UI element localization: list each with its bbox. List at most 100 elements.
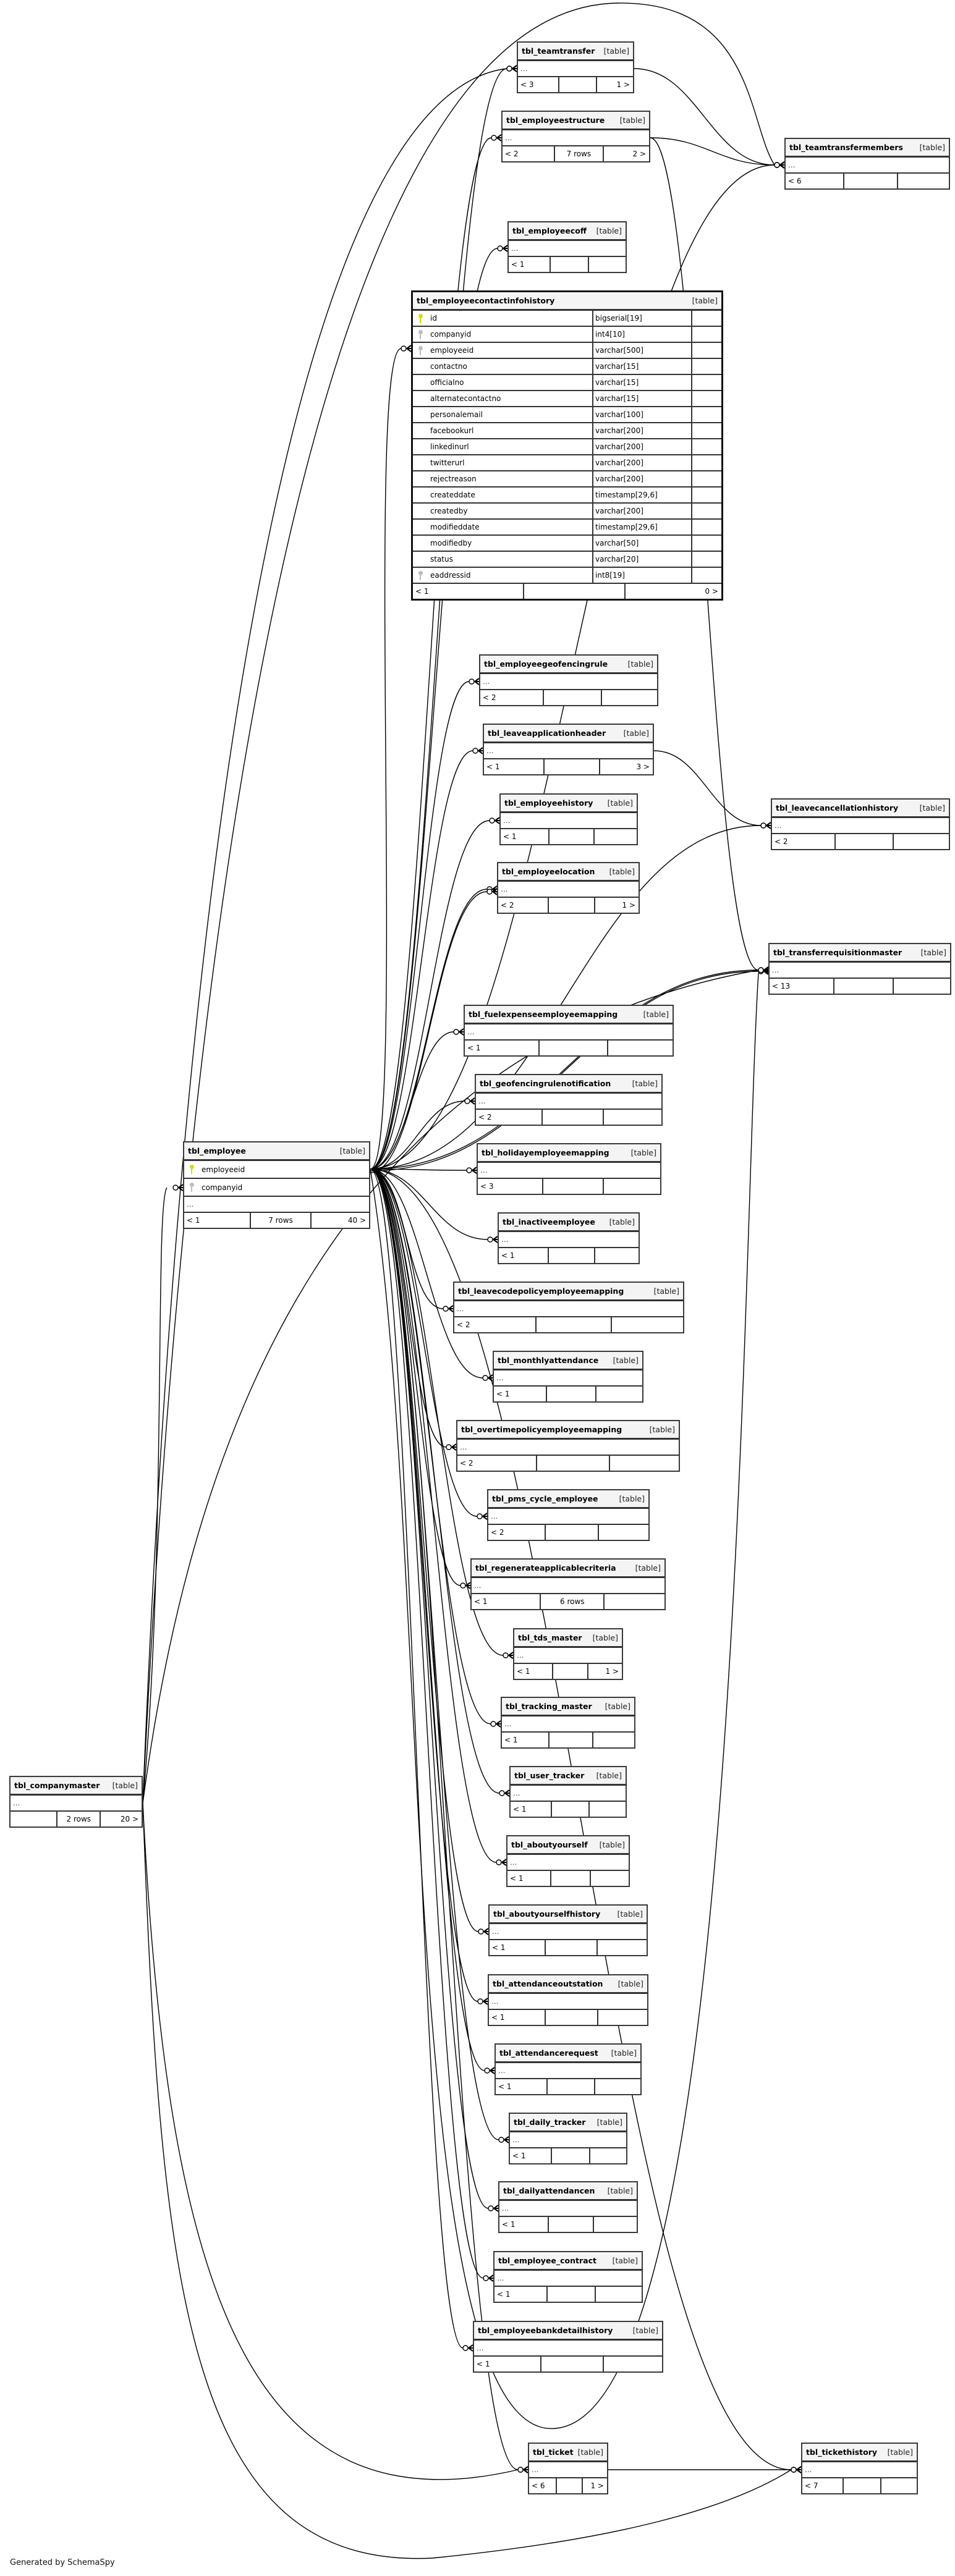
more-columns-row[interactable]: ...: [489, 1994, 647, 2010]
table-tbl-employeecoff[interactable]: tbl_employeecoff[table]...< 1: [507, 221, 627, 273]
more-columns-row[interactable]: ...: [786, 158, 949, 174]
column-name[interactable]: modifieddate: [428, 520, 593, 534]
parents-link[interactable]: < 1: [494, 1387, 548, 1401]
table-header[interactable]: tbl_teamtransfermembers[table]: [786, 139, 949, 158]
more-columns-ellipsis[interactable]: ...: [491, 1512, 498, 1521]
table-header[interactable]: tbl_employee_contract[table]: [494, 2252, 642, 2271]
table-tbl-regenerateapplicablecriteria[interactable]: tbl_regenerateapplicablecriteria[table].…: [470, 1558, 666, 1610]
more-columns-row[interactable]: ...: [496, 2063, 640, 2079]
table-tbl-aboutyourself[interactable]: tbl_aboutyourself[table]...< 1: [506, 1835, 630, 1887]
table-name[interactable]: tbl_aboutyourself: [511, 1840, 588, 1849]
more-columns-row[interactable]: ...: [494, 1370, 642, 1387]
column-name[interactable]: companyid: [428, 327, 593, 342]
more-columns-ellipsis[interactable]: ...: [501, 885, 508, 893]
table-tbl-monthlyattendance[interactable]: tbl_monthlyattendance[table]...< 1: [493, 1351, 643, 1403]
table-name[interactable]: tbl_attendanceoutstation: [493, 1979, 603, 1988]
children-link[interactable]: 20 >: [120, 1815, 138, 1823]
more-columns-ellipsis[interactable]: ...: [483, 677, 490, 686]
table-header[interactable]: tbl_pms_cycle_employee[table]: [488, 1490, 648, 1509]
column-name[interactable]: personalemail: [428, 407, 593, 422]
table-name[interactable]: tbl_user_tracker: [514, 1771, 585, 1780]
more-columns-row[interactable]: ...: [494, 2271, 642, 2287]
more-columns-ellipsis[interactable]: ...: [505, 133, 512, 142]
more-columns-ellipsis[interactable]: ...: [501, 1235, 509, 1244]
children-link[interactable]: [596, 2287, 642, 2302]
parents-link[interactable]: < 1: [490, 1940, 546, 1955]
table-name[interactable]: tbl_monthlyattendance: [498, 1356, 599, 1365]
parents-link[interactable]: < 1: [501, 829, 550, 844]
children-link[interactable]: [595, 829, 637, 844]
parents-link[interactable]: < 1: [507, 1871, 551, 1886]
table-header[interactable]: tbl_tracking_master[table]: [502, 1698, 634, 1717]
more-columns-ellipsis[interactable]: ...: [775, 821, 782, 830]
table-tbl-employeehistory[interactable]: tbl_employeehistory[table]...< 1: [499, 793, 638, 845]
more-columns-ellipsis[interactable]: ...: [788, 161, 796, 169]
table-name[interactable]: tbl_tds_master: [518, 1633, 582, 1642]
table-header[interactable]: tbl_overtimepolicyemployeemapping[table]: [457, 1421, 679, 1440]
table-header[interactable]: tbl_leavecodepolicyemployeemapping[table…: [454, 1283, 683, 1301]
table-header[interactable]: tbl_attendancerequest[table]: [496, 2045, 640, 2063]
table-tbl-overtimepolicyemployeemapping[interactable]: tbl_overtimepolicyemployeemapping[table]…: [456, 1420, 680, 1472]
table-name[interactable]: tbl_pms_cycle_employee: [492, 1494, 598, 1503]
table-header[interactable]: tbl_holidayemployeemapping[table]: [478, 1144, 660, 1163]
table-name[interactable]: tbl_employeestructure: [506, 116, 605, 125]
table-tbl-leavecodepolicyemployeemapping[interactable]: tbl_leavecodepolicyemployeemapping[table…: [453, 1282, 684, 1333]
children-link[interactable]: 0 >: [705, 587, 718, 596]
column-name[interactable]: createdby: [428, 504, 593, 518]
parents-link[interactable]: < 1: [184, 1213, 251, 1228]
children-link[interactable]: [612, 1317, 683, 1332]
more-columns-ellipsis[interactable]: ...: [517, 1651, 524, 1660]
more-columns-ellipsis[interactable]: ...: [486, 746, 494, 755]
parents-link[interactable]: < 1: [465, 1041, 540, 1055]
table-tbl-aboutyourselfhistory[interactable]: tbl_aboutyourselfhistory[table]...< 1: [488, 1904, 648, 1956]
parents-link[interactable]: [11, 1812, 58, 1826]
table-tbl-holidayemployeemapping[interactable]: tbl_holidayemployeemapping[table]...< 3: [477, 1143, 661, 1195]
more-columns-row[interactable]: ...: [499, 2201, 637, 2217]
more-columns-row[interactable]: ...: [474, 2341, 662, 2357]
parents-link[interactable]: < 1: [502, 1733, 550, 1747]
parents-link[interactable]: < 1: [489, 2010, 546, 2025]
more-columns-row[interactable]: ...: [511, 1786, 626, 1802]
table-name[interactable]: tbl_fuelexpenseemployeemapping: [469, 1010, 618, 1019]
more-columns-ellipsis[interactable]: ...: [511, 244, 519, 253]
table-tbl-tickethistory[interactable]: tbl_tickethistory[table]...< 7: [801, 2443, 918, 2494]
table-header[interactable]: tbl_aboutyourselfhistory[table]: [490, 1906, 647, 1924]
children-link[interactable]: 1 >: [590, 2481, 604, 2490]
more-columns-row[interactable]: ...: [11, 1796, 142, 1812]
table-name[interactable]: tbl_employeebankdetailhistory: [478, 2326, 613, 2335]
more-columns-ellipsis[interactable]: ...: [512, 2135, 520, 2144]
children-link[interactable]: [599, 1525, 648, 1540]
table-header[interactable]: tbl_inactiveemployee[table]: [499, 1214, 639, 1232]
more-columns-row[interactable]: ...: [509, 241, 626, 257]
table-tbl-employeebankdetailhistory[interactable]: tbl_employeebankdetailhistory[table]...<…: [473, 2321, 663, 2373]
children-link[interactable]: 1 >: [616, 80, 630, 89]
column-row[interactable]: employeeid: [184, 1161, 369, 1179]
children-link[interactable]: [881, 2478, 917, 2493]
children-link[interactable]: 3 >: [636, 762, 650, 771]
table-name[interactable]: tbl_employee: [188, 1146, 246, 1155]
table-header[interactable]: tbl_user_tracker[table]: [511, 1767, 626, 1786]
table-header[interactable]: tbl_employeecoff[table]: [509, 222, 626, 241]
table-header[interactable]: tbl_employeelocation[table]: [498, 863, 639, 882]
children-link[interactable]: [608, 1041, 673, 1055]
table-name[interactable]: tbl_dailyattendancen: [503, 2186, 595, 2195]
more-columns-row[interactable]: ...: [518, 61, 633, 77]
children-link[interactable]: [593, 1733, 634, 1747]
column-name[interactable]: createddate: [428, 488, 593, 502]
children-link[interactable]: 2 >: [632, 150, 646, 158]
table-tbl-user-tracker[interactable]: tbl_user_tracker[table]...< 1: [509, 1766, 627, 1818]
column-name[interactable]: employeeid: [428, 343, 593, 358]
table-name[interactable]: tbl_employeehistory: [504, 798, 593, 808]
children-link[interactable]: [594, 2217, 637, 2232]
column-name[interactable]: rejectreason: [428, 471, 593, 486]
table-header[interactable]: tbl_employee[table]: [184, 1142, 369, 1161]
children-link[interactable]: [590, 1802, 626, 1817]
